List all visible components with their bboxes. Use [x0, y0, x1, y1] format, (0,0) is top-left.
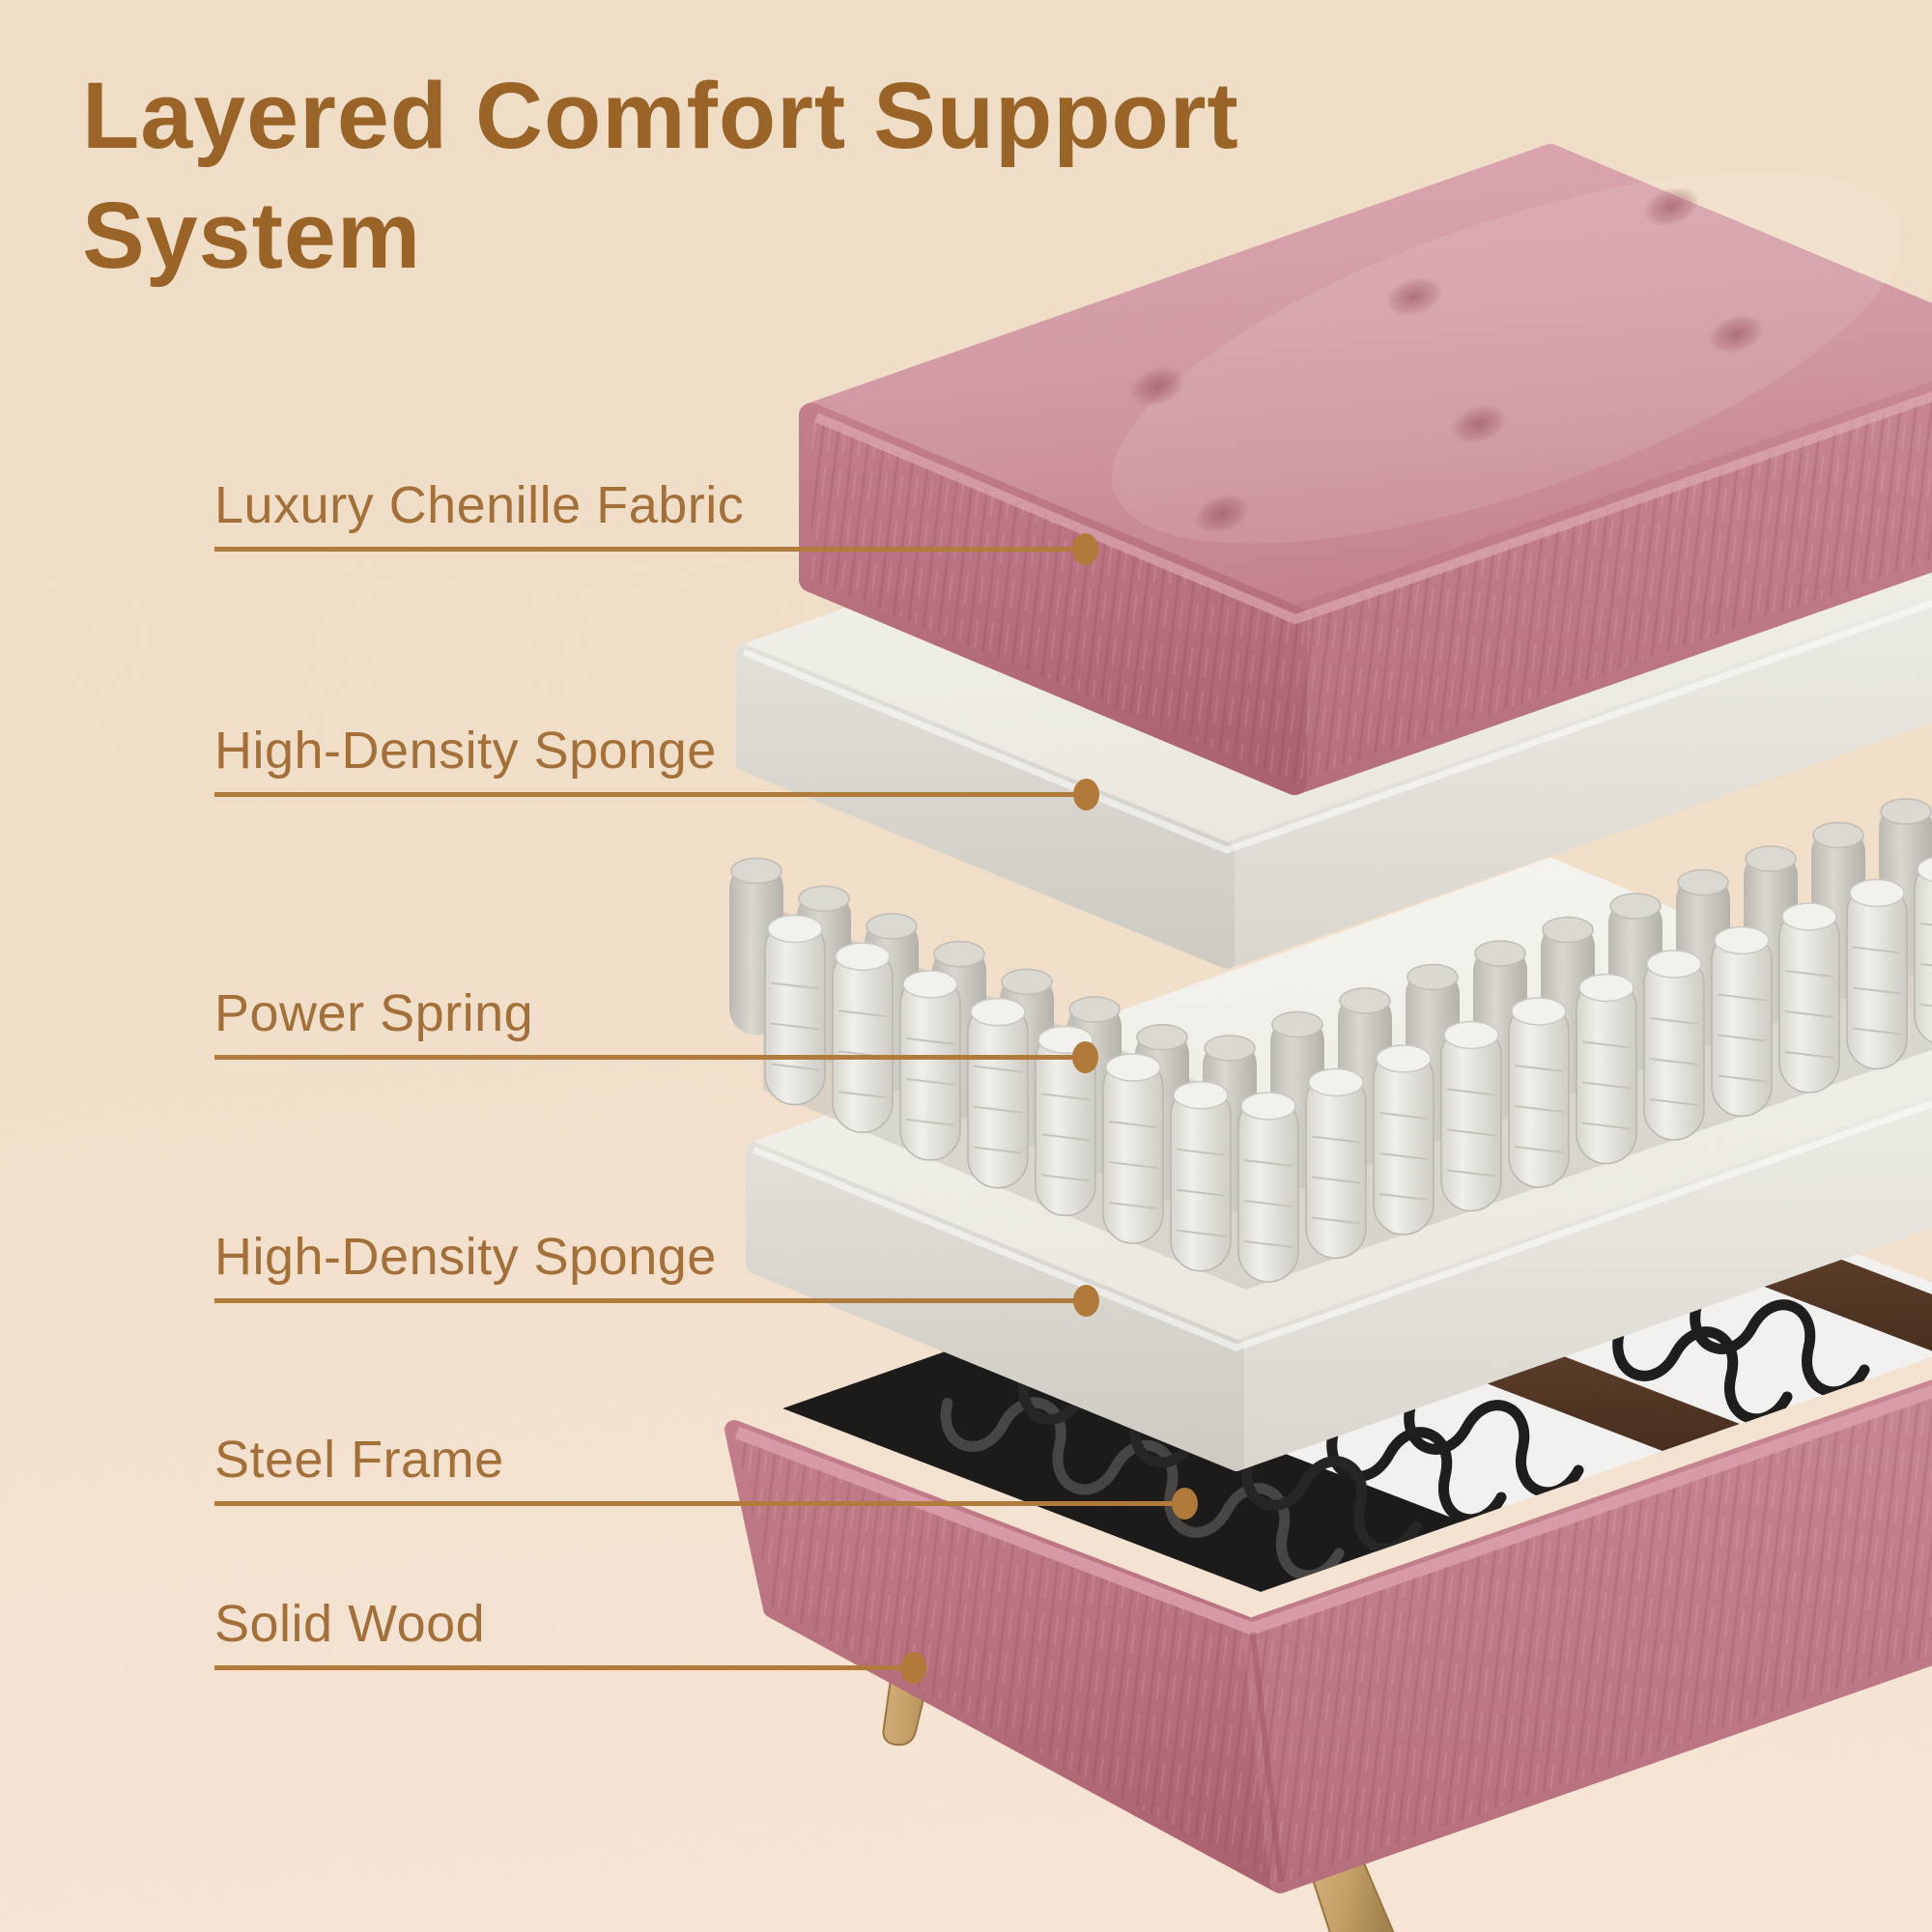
leader-dot [1073, 1285, 1099, 1317]
layer-label: Power Spring [214, 984, 534, 1042]
leader-line [214, 1652, 926, 1684]
leader-line [214, 533, 1098, 565]
callout-steel-frame: Steel Frame [214, 1430, 1198, 1520]
layer-label: Luxury Chenille Fabric [214, 476, 745, 534]
leader-line [214, 779, 1099, 810]
layer-label: Solid Wood [214, 1595, 486, 1653]
leader-dot [900, 1652, 926, 1684]
page-title: Layered Comfort Support System [82, 63, 1239, 289]
callout-luxury-chenille-fabric: Luxury Chenille Fabric [214, 475, 1098, 565]
layer-label: Steel Frame [214, 1431, 504, 1489]
leader-line [214, 1285, 1099, 1317]
leader-dot [1073, 779, 1099, 810]
layer-label: High-Density Sponge [214, 1228, 717, 1286]
callout-high-density-sponge-top: High-Density Sponge [214, 721, 1099, 810]
leader-dot [1072, 533, 1098, 565]
leader-line [214, 1488, 1198, 1520]
leader-line [214, 1041, 1098, 1073]
callout-high-density-sponge-bottom: High-Density Sponge [214, 1227, 1099, 1317]
callout-solid-wood: Solid Wood [214, 1594, 926, 1684]
leader-dot [1172, 1488, 1198, 1520]
layer-label: High-Density Sponge [214, 722, 717, 780]
leader-dot [1072, 1041, 1098, 1073]
callout-power-spring: Power Spring [214, 983, 1098, 1073]
